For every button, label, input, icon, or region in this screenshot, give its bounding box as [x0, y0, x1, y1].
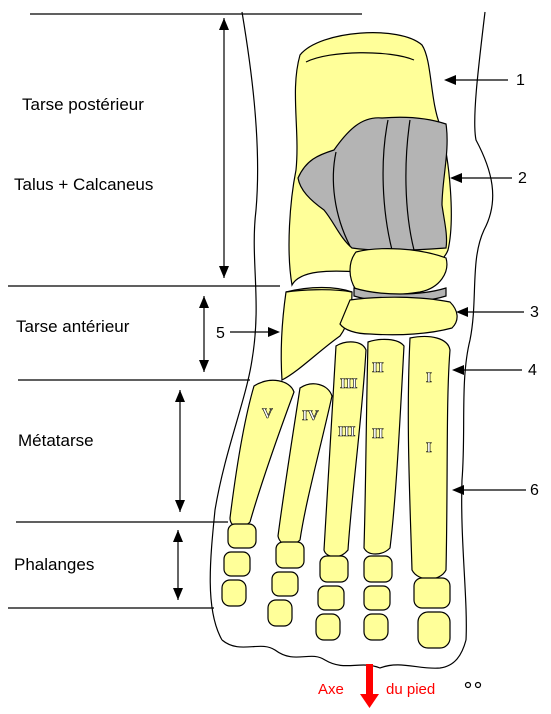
- numeral-metatarsal-3-distal: III: [338, 424, 356, 440]
- numeral-metatarsal-5: V: [262, 406, 273, 422]
- decorative-dot-1: [466, 683, 471, 688]
- decorative-dot-2: [476, 683, 481, 688]
- numeral-metatarsal-2-proximal: II: [372, 360, 384, 376]
- metatarsal-3: [324, 342, 366, 557]
- callout-6: 6: [452, 482, 539, 499]
- label-tarse-anterieur: Tarse antérieur: [16, 317, 130, 336]
- callout-1: 1: [444, 72, 525, 89]
- callout-2-number: 2: [518, 170, 527, 187]
- axis-label-axe: Axe: [318, 681, 344, 698]
- bracket-tarse-anterieur: [199, 296, 209, 372]
- toe-3: [316, 556, 348, 640]
- label-tarse-posterieur: Tarse postérieur: [22, 95, 144, 114]
- skin-outline-right: [462, 12, 493, 640]
- callout-6-number: 6: [530, 482, 539, 499]
- callout-5-number: 5: [216, 325, 225, 342]
- cuneiform-row: [340, 297, 457, 335]
- label-phalanges: Phalanges: [14, 555, 94, 574]
- callout-3: 3: [456, 304, 539, 321]
- callout-1-number: 1: [516, 72, 525, 89]
- callout-2: 2: [450, 170, 527, 187]
- numeral-metatarsal-4: IV: [302, 408, 319, 424]
- axis-label-du-pied: du pied: [386, 681, 435, 698]
- label-metatarse: Métatarse: [18, 431, 94, 450]
- foot-axis-arrow: [360, 664, 379, 708]
- numeral-metatarsal-1-proximal: I: [426, 370, 432, 386]
- label-talus-calcaneus: Talus + Calcaneus: [14, 175, 153, 194]
- toe-2: [364, 556, 392, 640]
- bracket-tarse-posterieur: [219, 18, 229, 278]
- callout-5: 5: [216, 325, 280, 342]
- metatarsal-2: [364, 339, 404, 554]
- callout-3-number: 3: [530, 304, 539, 321]
- toe-5: [222, 524, 256, 606]
- toe-1: [414, 578, 450, 648]
- numeral-metatarsal-2-distal: II: [372, 426, 384, 442]
- numeral-metatarsal-1-distal: I: [426, 440, 432, 456]
- bracket-phalanges: [173, 530, 183, 600]
- bracket-metatarse: [175, 390, 185, 512]
- callout-4-number: 4: [528, 362, 537, 379]
- numeral-metatarsal-3-proximal: III: [340, 376, 358, 392]
- toe-4: [268, 542, 304, 626]
- navicular-bone: [350, 249, 447, 295]
